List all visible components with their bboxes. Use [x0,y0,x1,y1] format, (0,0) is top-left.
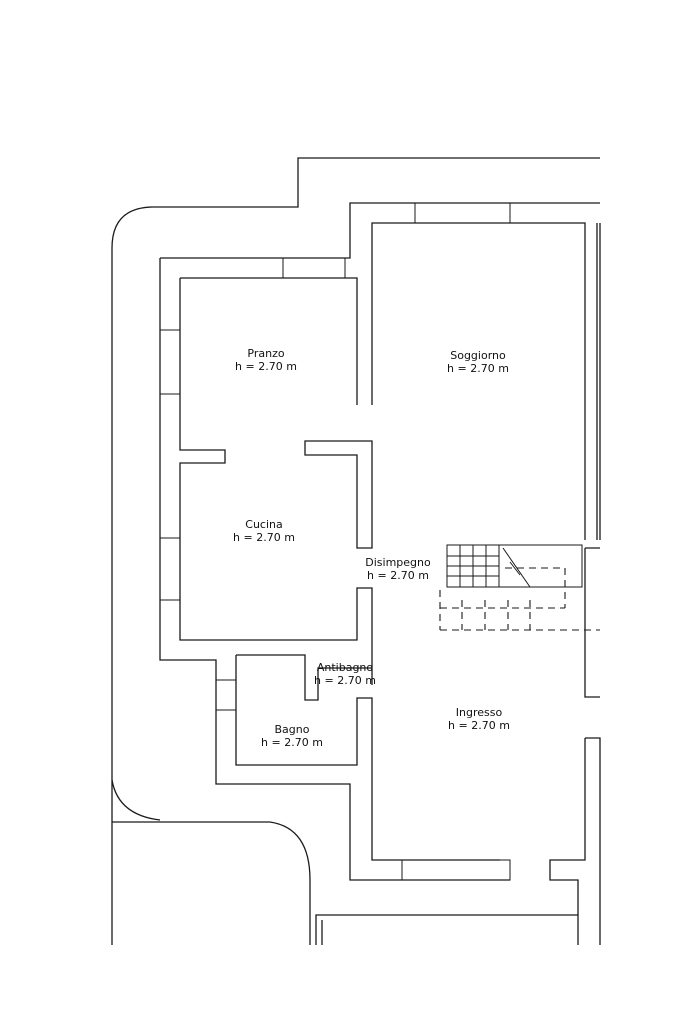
window-cucina-left [159,537,181,601]
wall-right-edge [596,223,601,540]
room-label-cucina: Cucina h = 2.70 m [233,518,295,544]
staircase [446,544,583,588]
room-name: Soggiorno [450,349,506,362]
room-name: Cucina [245,518,283,531]
room-height: h = 2.70 m [261,736,323,749]
terrace-curve-bottom [111,779,161,821]
room-height: h = 2.70 m [367,569,429,582]
wall-bagno [235,654,500,861]
room-label-bagno: Bagno h = 2.70 m [261,723,323,749]
terrace-outline [111,157,600,945]
room-name: Antibagno [316,661,374,674]
exterior-wall-outer-left [159,258,510,881]
room-name: Disimpegno [365,556,431,569]
room-height: h = 2.70 m [233,531,295,544]
exterior-wall-inner-right-top [371,222,586,540]
room-label-ingresso: Ingresso h = 2.70 m [448,706,510,732]
room-name: Pranzo [247,347,285,360]
wall-right-segment [549,547,601,945]
window-soggiorno [414,202,511,224]
room-height: h = 2.70 m [314,674,376,687]
staircase-dashed [439,567,600,631]
window-bagno-left [215,679,237,711]
room-height: h = 2.70 m [447,362,509,375]
wall-bottom-corridor [315,914,578,945]
room-height: h = 2.70 m [235,360,297,373]
exterior-wall-outer [160,202,600,259]
exterior-wall-inner-left [179,278,373,685]
room-label-soggiorno: Soggiorno h = 2.70 m [447,349,509,375]
room-name: Ingresso [455,706,503,719]
window-pranzo-top [282,257,346,279]
room-height: h = 2.70 m [448,719,510,732]
wall-cucina-right [304,440,373,549]
lower-terrace-outline [112,821,311,945]
room-label-pranzo: Pranzo h = 2.70 m [235,347,297,373]
window-ingresso-bottom [401,859,511,881]
room-label-disimpegno: Disimpegno h = 2.70 m [365,556,430,582]
room-label-antibagno: Antibagno h = 2.70 m [314,661,376,687]
window-pranzo-left [159,329,181,395]
exterior-wall-inner-top [180,277,358,405]
room-name: Bagno [274,723,310,736]
